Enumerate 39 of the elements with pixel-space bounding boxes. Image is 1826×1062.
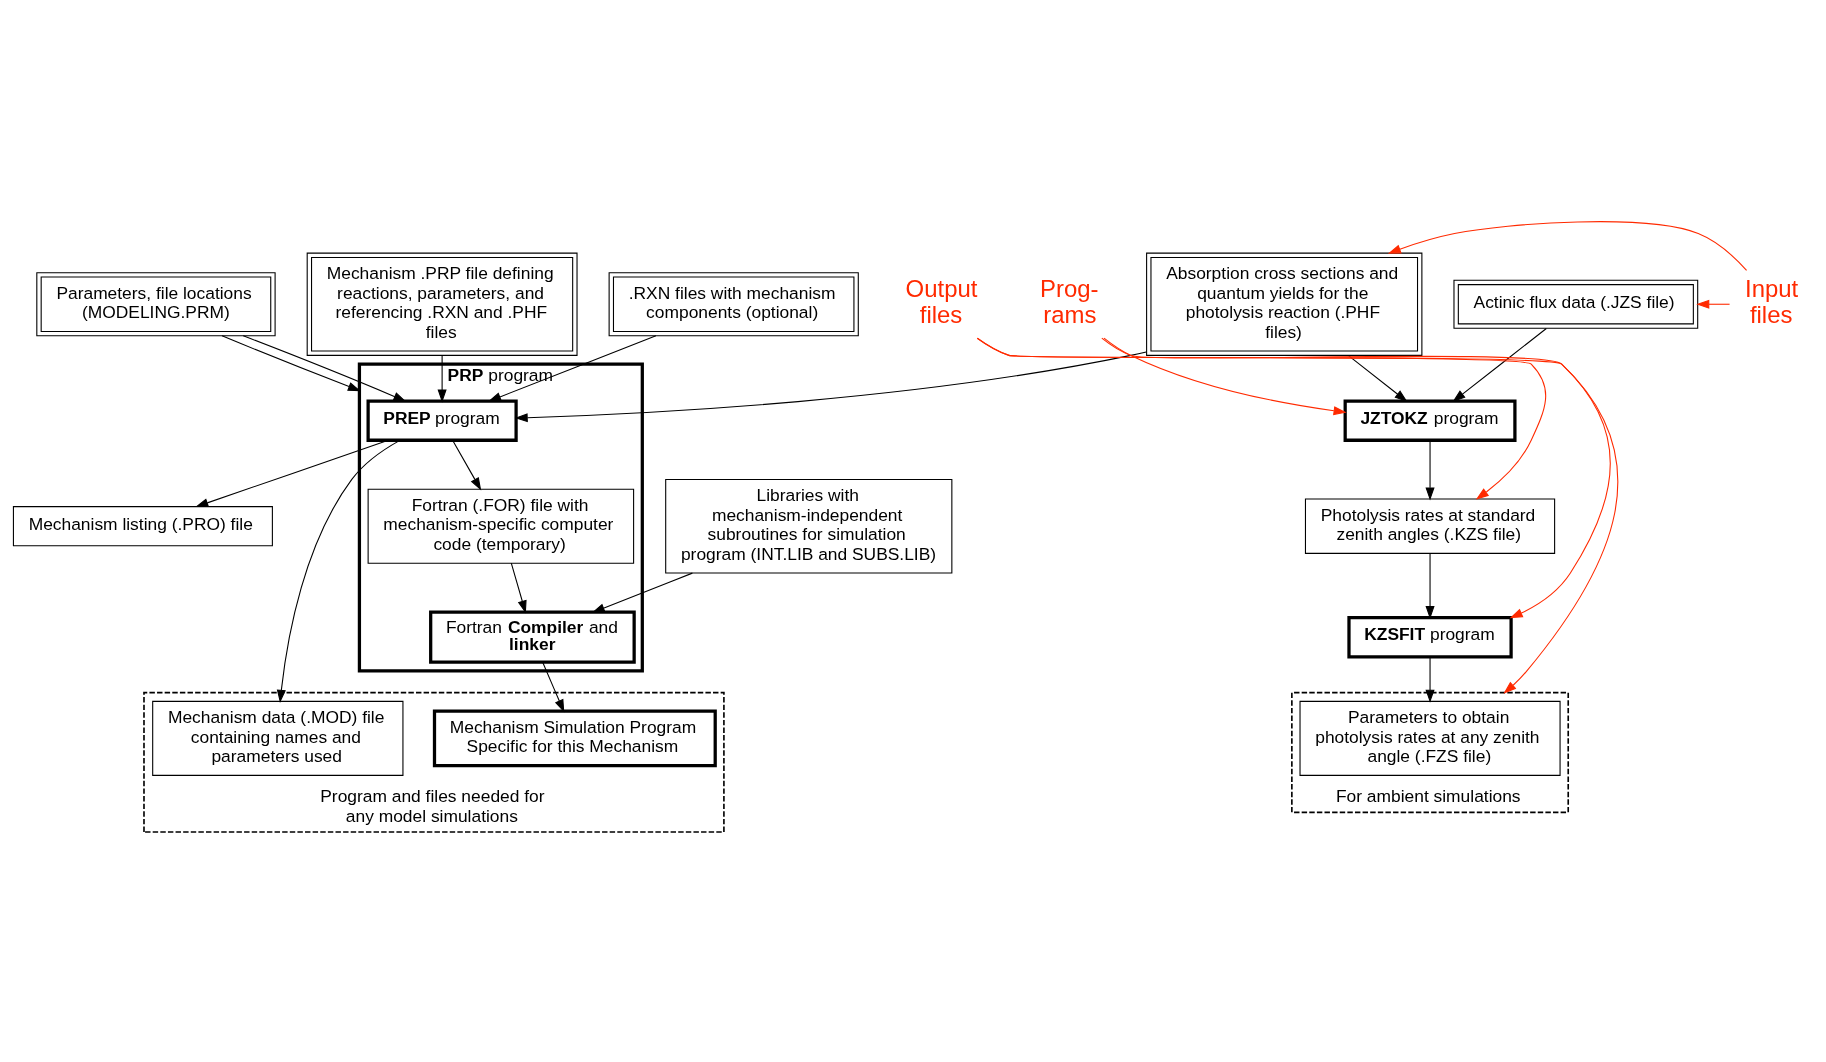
arrow [1695,299,1730,309]
node-box: Actinic flux data (.JZS file) [1452,279,1698,329]
arrow [1451,327,1547,403]
node-box: Absorption cross sections and quantum yields for the photolysis reaction (.PHF files) [1145,252,1422,356]
node-box: .RXN files with mechanism components (optional) [608,272,859,337]
node-box: Fortran Compiler and linker [428,610,636,664]
node-box: Mechanism listing (.PRO) file [12,506,273,547]
arrow [194,439,389,508]
arrow [242,335,406,402]
arrow [1100,337,1611,619]
arrow [1102,337,1347,416]
arrow [1387,221,1747,271]
node-box: Fortran (.FOR) file with mechanism-specific computer code (temporary) [367,488,634,564]
node-box: Parameters to obtain photolysis rates at any zenith angle (.FZS file) [1298,700,1561,776]
arrow [220,335,361,392]
node-box: Libraries with mechanism-independent subroutines for simulation program (INT.LIB and SUBS.LIB) [664,478,952,574]
arrow [1424,440,1435,501]
node-text: Input files [1744,275,1798,329]
node-box: JZTOKZ program [1343,399,1517,442]
node-text: Output files [905,275,977,329]
node-box: Parameters, file locations (MODELING.PRM) [35,272,276,337]
node-box: KZSFIT program [1346,615,1513,659]
arrow [451,440,481,491]
arrow [514,351,1147,423]
arrow [487,335,656,402]
node-box: Mechanism data (.MOD) file containing names and parameters used [151,700,403,776]
arrow [1424,656,1435,703]
node-box: Mechanism .PRP file defining reactions, parameters, and referencing .RXN and .PHF files [306,252,578,356]
arrow [1347,354,1408,402]
arrow [591,572,693,613]
arrow [510,562,527,614]
node-box: Photolysis rates at standard zenith angles (.KZS file) [1304,498,1555,554]
arrow [541,661,564,713]
arrow [276,439,400,703]
node-text: Prog- rams [1039,275,1098,329]
arrow [976,337,1618,694]
node-box: PREP program [366,399,518,442]
node-box: Mechanism Simulation Program Specific for this Mechanism [432,709,717,768]
arrow [437,354,447,403]
